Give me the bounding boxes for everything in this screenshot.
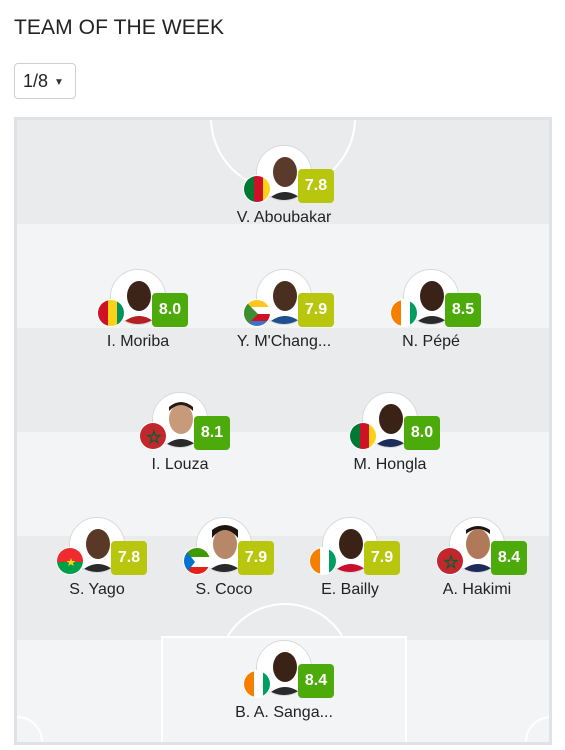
player-card[interactable]: 7.8 S. Yago: [27, 517, 167, 599]
player-rating: 8.4: [491, 541, 527, 575]
player-name: A. Hakimi: [442, 581, 512, 598]
player-card[interactable]: 7.9 S. Coco: [154, 517, 294, 599]
corner-arc-left: [17, 716, 43, 742]
ivory-coast-flag-icon: [243, 670, 271, 698]
player-name: I. Louza: [151, 456, 209, 473]
player-rating: 8.0: [404, 416, 440, 450]
player-rating: 8.5: [445, 293, 481, 327]
player-name: M. Hongla: [353, 456, 427, 473]
page-title: TEAM OF THE WEEK: [14, 16, 225, 39]
burkina-faso-flag-icon: [56, 547, 84, 575]
morocco-flag-icon: [139, 422, 167, 450]
ivory-coast-flag-icon: [309, 547, 337, 575]
cameroon-flag-icon: [349, 422, 377, 450]
player-card[interactable]: 8.5 N. Pépé: [361, 269, 501, 351]
pitch-stripe: [17, 328, 549, 432]
player-name: N. Pépé: [402, 333, 460, 350]
player-card[interactable]: 8.0 I. Moriba: [68, 269, 208, 351]
equatorial-guinea-flag-icon: [183, 547, 211, 575]
player-card[interactable]: 8.4 B. A. Sanga...: [214, 640, 354, 722]
player-name: S. Yago: [69, 581, 125, 598]
player-rating: 8.1: [194, 416, 230, 450]
player-name: Y. M'Chang...: [236, 333, 332, 350]
player-name: E. Bailly: [321, 581, 379, 598]
player-card[interactable]: 8.0 M. Hongla: [320, 392, 460, 474]
round-select-value: 1/8: [23, 70, 49, 91]
ivory-coast-flag-icon: [390, 299, 418, 327]
guinea-flag-icon: [97, 299, 125, 327]
player-card[interactable]: 7.9 Y. M'Chang...: [214, 269, 354, 351]
player-rating: 7.9: [298, 293, 334, 327]
player-rating: 7.9: [238, 541, 274, 575]
player-rating: 7.9: [364, 541, 400, 575]
round-select[interactable]: 1/8 ▼: [14, 63, 76, 99]
player-rating: 8.0: [152, 293, 188, 327]
player-rating: 8.4: [298, 664, 334, 698]
player-rating: 7.8: [111, 541, 147, 575]
morocco-flag-icon: [436, 547, 464, 575]
player-rating: 7.8: [298, 169, 334, 203]
player-name: V. Aboubakar: [236, 209, 332, 226]
corner-arc-right: [525, 716, 549, 742]
pitch: 7.8 V. Aboubakar 8.0 I. Moriba 7.9 Y. M'…: [14, 117, 552, 745]
player-card[interactable]: 7.9 E. Bailly: [280, 517, 420, 599]
chevron-down-icon: ▼: [54, 76, 64, 88]
player-name: I. Moriba: [106, 333, 170, 350]
player-name: S. Coco: [195, 581, 253, 598]
comoros-flag-icon: [243, 299, 271, 327]
player-card[interactable]: 8.4 A. Hakimi: [407, 517, 547, 599]
cameroon-flag-icon: [243, 175, 271, 203]
player-card[interactable]: 8.1 I. Louza: [110, 392, 250, 474]
player-card[interactable]: 7.8 V. Aboubakar: [214, 145, 354, 227]
player-name: B. A. Sanga...: [235, 704, 333, 721]
